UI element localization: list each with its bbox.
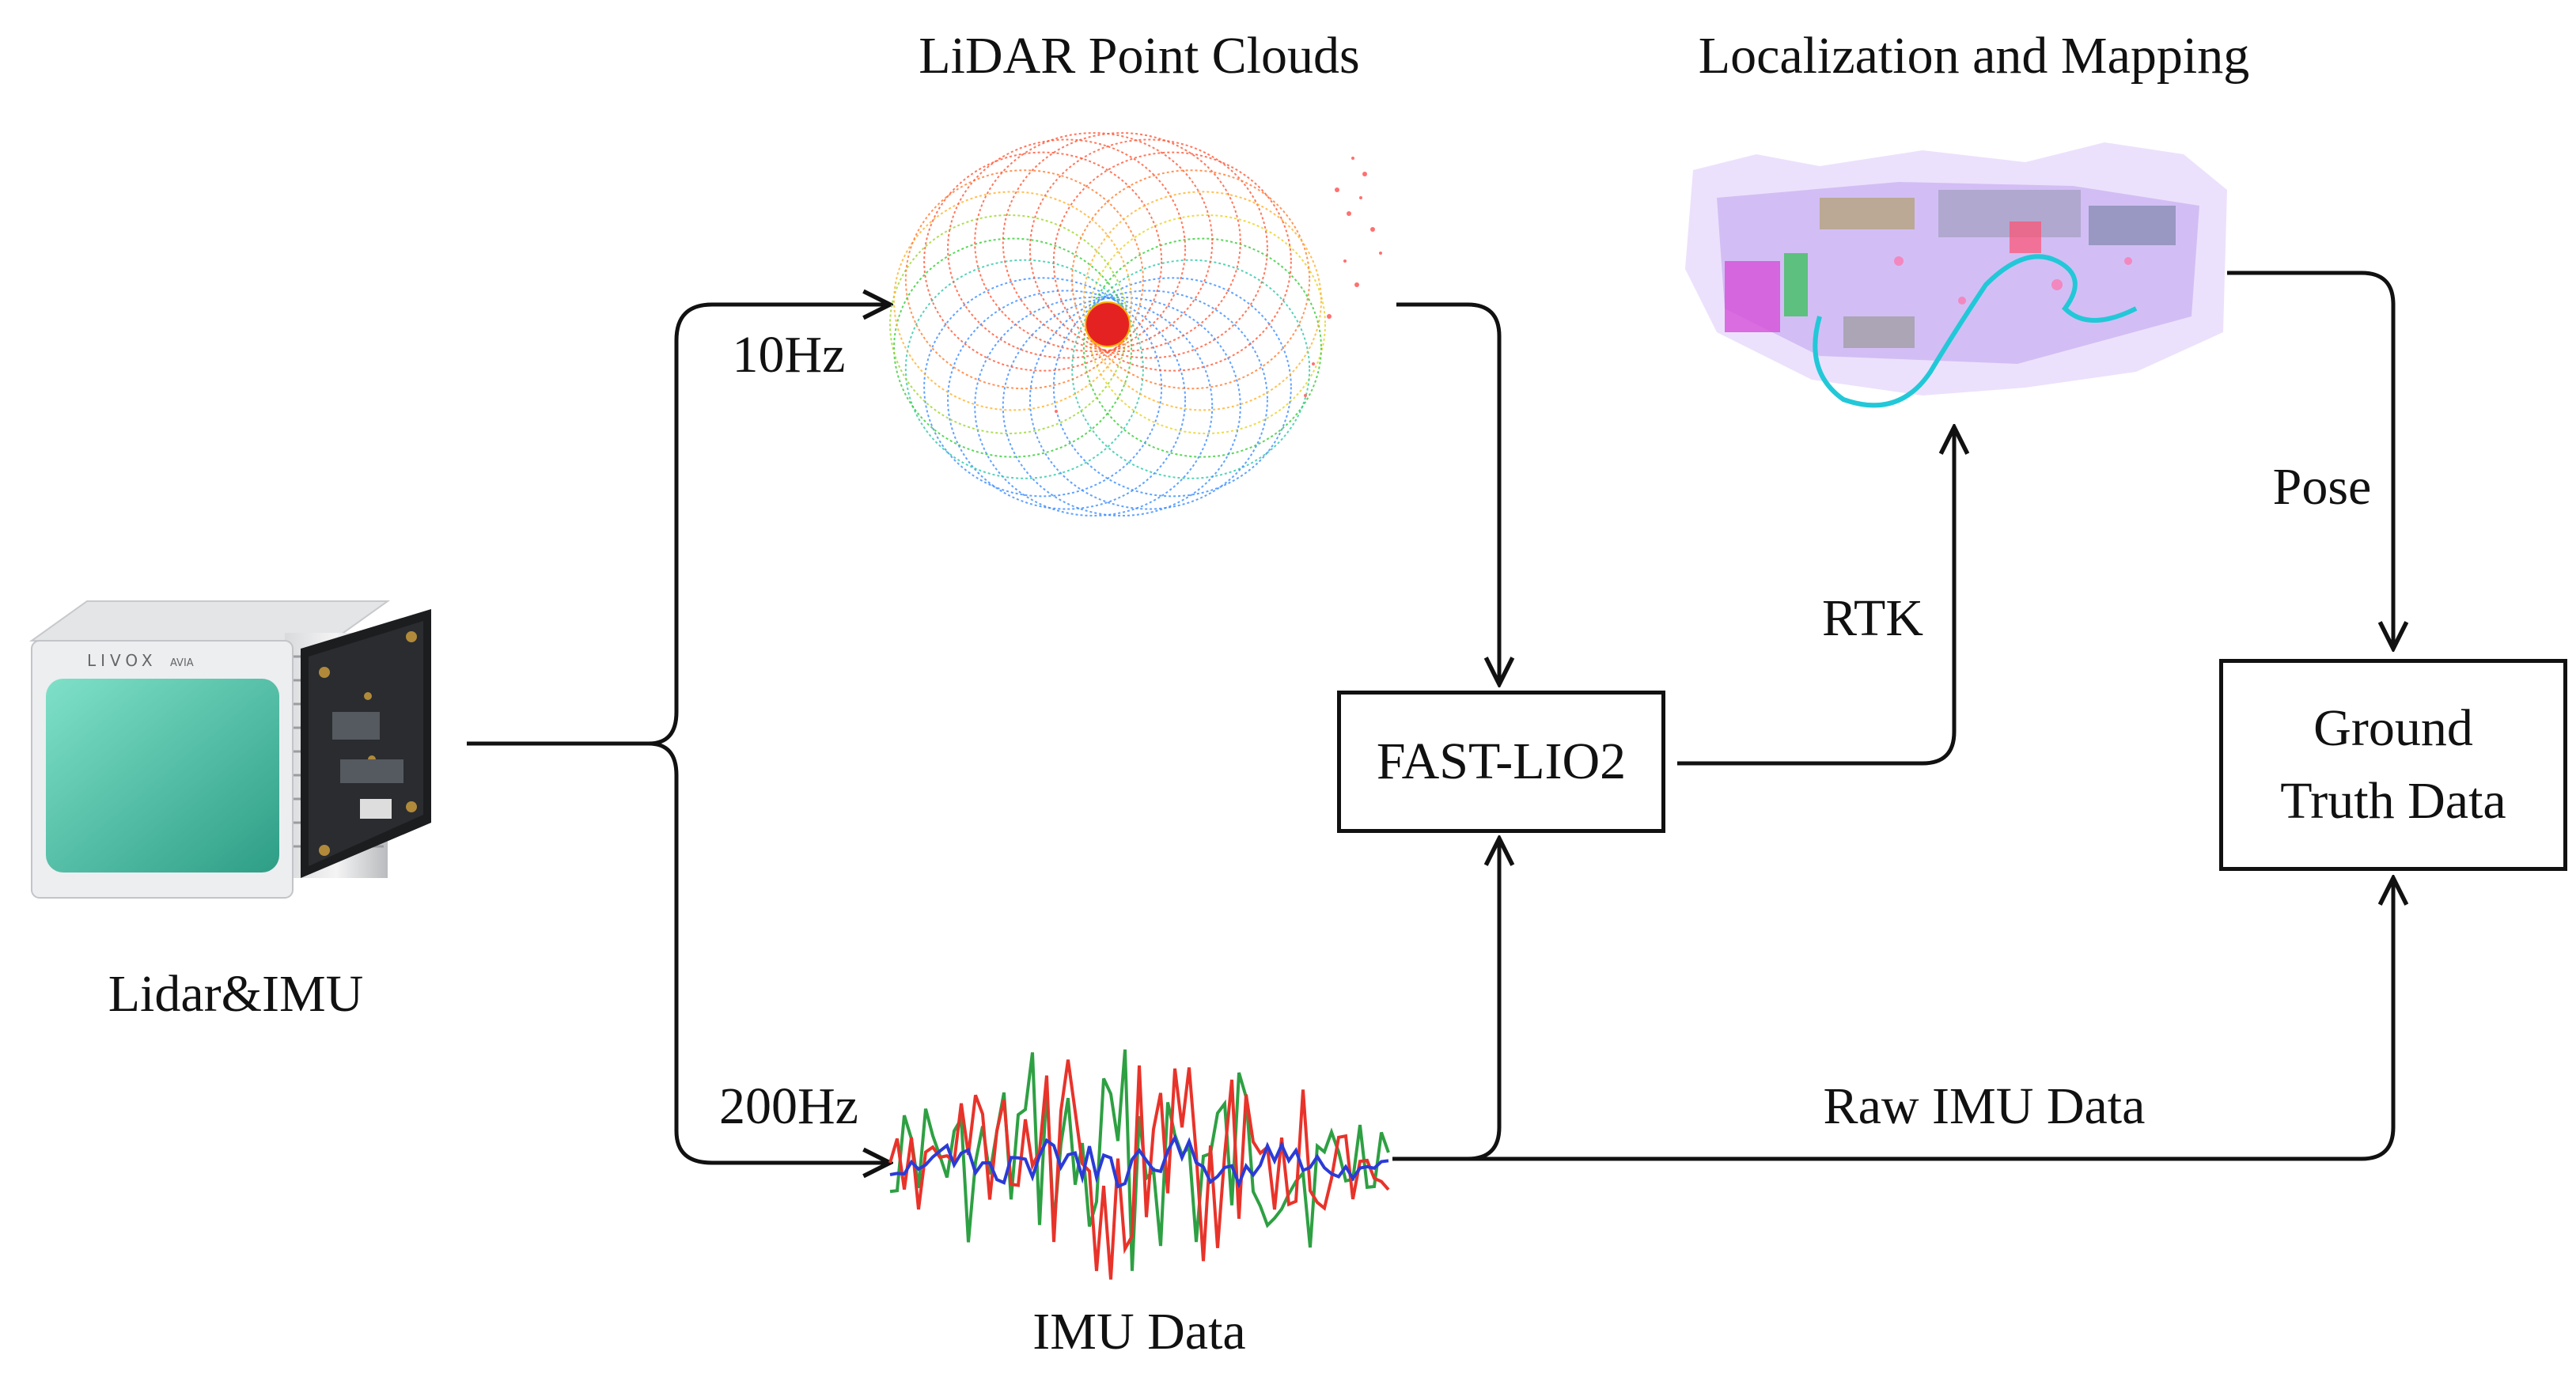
point-cloud-ring bbox=[904, 169, 1144, 390]
lidar-point-cloud-image bbox=[889, 132, 1326, 517]
connectors bbox=[467, 271, 2393, 1163]
edge-label-rtk: RTK bbox=[1822, 589, 1923, 647]
arrow-mapping-to-groundtruth bbox=[2227, 271, 2393, 649]
point-cloud-ring bbox=[893, 191, 1133, 411]
arrow-raw-imu-to-groundtruth bbox=[1392, 878, 2393, 1161]
point-cloud-ring bbox=[923, 151, 1163, 372]
arrow-clouds-to-fastlio bbox=[1396, 302, 1499, 684]
lidar-imu-device-image: LIVOX AVIA bbox=[28, 600, 431, 899]
point-cloud-ring bbox=[974, 296, 1214, 517]
point-cloud-ring bbox=[1082, 191, 1322, 411]
edge-label-raw-imu: Raw IMU Data bbox=[1824, 1077, 2146, 1135]
point-cloud-ring bbox=[1071, 169, 1311, 390]
arrow-to-imu-data bbox=[648, 741, 890, 1163]
rate-imu: 200Hz bbox=[719, 1077, 858, 1135]
arrow-to-lidar-clouds bbox=[648, 305, 890, 746]
device-label: Lidar&IMU bbox=[108, 965, 364, 1023]
trajectory-path bbox=[1813, 254, 2138, 408]
device-brand: LIVOX bbox=[87, 651, 157, 670]
point-cloud-ring bbox=[923, 277, 1163, 498]
point-cloud-core bbox=[1085, 301, 1131, 347]
point-cloud-ring bbox=[1029, 290, 1268, 510]
point-cloud-ring bbox=[1029, 138, 1268, 359]
arrow-fastlio-to-mapping bbox=[1677, 427, 1954, 766]
ground-truth-box: Ground Truth Data bbox=[2219, 659, 2567, 871]
point-cloud-ring bbox=[1052, 277, 1292, 498]
point-cloud-ring bbox=[1082, 237, 1322, 458]
point-cloud-ring bbox=[1002, 296, 1241, 517]
point-cloud-ring bbox=[1002, 132, 1241, 353]
ground-truth-line2: Truth Data bbox=[2280, 772, 2506, 830]
device-model: AVIA bbox=[170, 657, 194, 669]
point-cloud-ring bbox=[1052, 151, 1292, 372]
point-cloud-ring bbox=[904, 259, 1144, 479]
point-cloud-ring bbox=[1071, 259, 1311, 479]
lidar-cloud-scatter bbox=[1055, 157, 1382, 413]
imu-data-label: IMU Data bbox=[1032, 1303, 1245, 1361]
point-cloud-ring bbox=[974, 132, 1214, 353]
rate-lidar: 10Hz bbox=[733, 326, 846, 384]
arrow-imu-to-fastlio bbox=[1392, 838, 1499, 1161]
fastlio2-label: FAST-LIO2 bbox=[1376, 732, 1627, 790]
point-cloud-ring bbox=[893, 237, 1133, 458]
ground-truth-line1: Ground bbox=[2313, 698, 2473, 757]
point-cloud-ring bbox=[947, 138, 1187, 359]
point-cloud-ring bbox=[947, 290, 1187, 510]
title-lidar-point-clouds: LiDAR Point Clouds bbox=[919, 27, 1359, 85]
title-localization-mapping: Localization and Mapping bbox=[1699, 27, 2249, 85]
edge-label-pose: Pose bbox=[2273, 458, 2372, 516]
imu-data-plot bbox=[888, 1049, 1390, 1280]
localization-map-image bbox=[1685, 142, 2227, 408]
fastlio2-box: FAST-LIO2 bbox=[1337, 691, 1665, 833]
